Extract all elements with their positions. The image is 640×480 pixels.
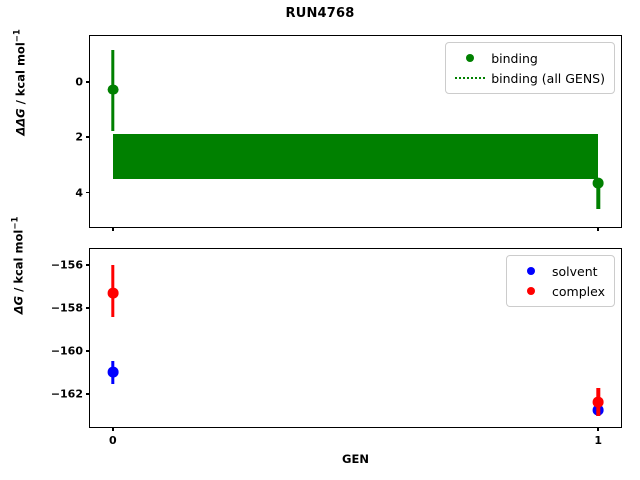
figure-title: RUN4768 (285, 6, 355, 21)
data-point-complex[interactable] (107, 287, 119, 299)
legend-dotted-line-icon (453, 77, 487, 79)
y-tick-mark (86, 350, 90, 352)
y-tick-label: −158 (50, 301, 83, 315)
bottom-panel-plot-area (90, 249, 621, 427)
y-top-symbol: ΔΔG (13, 108, 28, 136)
legend-dot-icon (453, 54, 487, 62)
y-tick-label: −156 (50, 258, 83, 272)
binding-all-gens-band (112, 133, 599, 180)
y-tick-label: 0 (75, 75, 83, 89)
top-panel-legend[interactable]: binding binding (all GENS) (445, 42, 615, 94)
x-tick-label: 0 (108, 434, 117, 447)
y-tick-label: −162 (50, 387, 83, 401)
x-axis-label: GEN (342, 452, 369, 466)
y-bottom-symbol: ΔG (11, 295, 26, 315)
x-tick-mark (112, 227, 114, 231)
error-bar (596, 182, 600, 210)
x-tick-mark (597, 427, 599, 431)
x-tick-mark (597, 227, 599, 231)
y-tick-mark (86, 264, 90, 266)
y-tick-mark (86, 191, 90, 194)
legend-marker-glyph (466, 54, 475, 62)
legend-dot-icon (514, 267, 548, 275)
top-panel-plot-area (90, 36, 621, 227)
legend-label: complex (552, 283, 605, 299)
legend-item[interactable]: binding (all GENS) (453, 68, 605, 88)
legend-item[interactable]: complex (514, 281, 605, 301)
y-tick-mark (86, 136, 90, 138)
bottom-panel-y-axis-label: ΔG / kcal mol−1 (11, 185, 26, 345)
y-tick-mark (86, 307, 90, 309)
x-tick-label: 1 (594, 434, 602, 447)
legend-marker-glyph (527, 287, 536, 295)
bottom-panel-axes: −156 −158 −160 −162 0 1 solvent complex (51, 248, 622, 447)
legend-marker-glyph (527, 267, 536, 275)
y-tick-label: 2 (75, 130, 83, 144)
y-tick-label: −160 (50, 344, 83, 358)
legend-item[interactable]: binding (453, 48, 605, 68)
x-tick-mark (112, 427, 114, 431)
data-point-binding[interactable] (592, 177, 604, 189)
y-bottom-units: / kcal mol (11, 229, 26, 296)
legend-item[interactable]: solvent (514, 261, 605, 281)
data-point-solvent[interactable] (107, 366, 119, 378)
y-top-exponent: −1 (12, 29, 23, 43)
legend-label: solvent (552, 263, 598, 279)
top-panel-y-axis-label: ΔΔG / kcal mol−1 (13, 2, 28, 162)
legend-label: binding (all GENS) (491, 70, 605, 86)
y-bottom-exponent: −1 (10, 216, 21, 230)
top-panel-axes: 4 2 0 binding binding (all GENS) (75, 35, 622, 231)
bottom-panel-legend[interactable]: solvent complex (506, 255, 615, 307)
y-top-units: / kcal mol (13, 42, 28, 109)
y-tick-label: 4 (75, 186, 83, 200)
y-tick-mark (86, 392, 90, 395)
data-point-complex[interactable] (592, 396, 604, 408)
y-tick-mark (86, 80, 90, 83)
legend-label: binding (491, 50, 538, 66)
legend-dot-icon (514, 287, 548, 295)
legend-marker-glyph (455, 77, 486, 79)
data-point-binding[interactable] (107, 84, 119, 95)
